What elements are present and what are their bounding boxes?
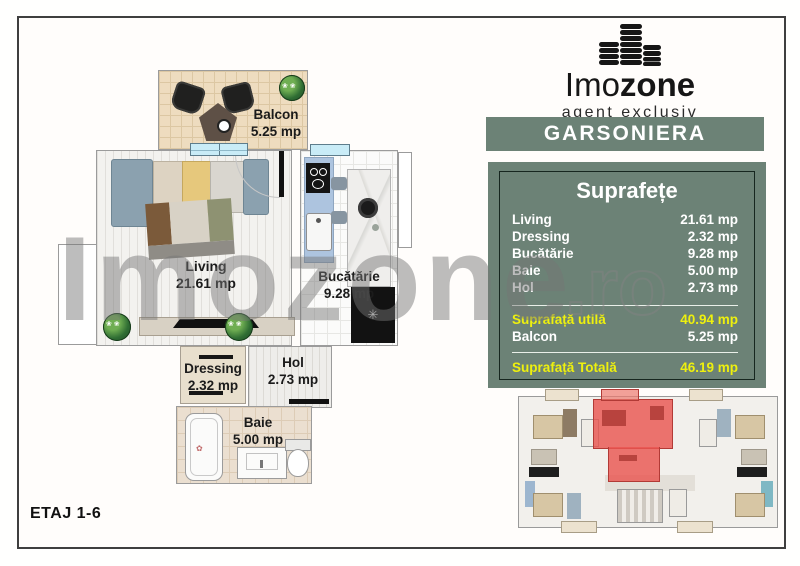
mini-room [669,489,687,517]
faucet [316,218,321,223]
toilet-icon [287,449,309,477]
plant-icon [225,313,253,341]
chair [331,211,347,224]
highlighted-unit-balcony [601,389,639,401]
petals: ✿ [196,444,203,453]
room-living [96,150,295,346]
mini-bed [735,493,765,517]
surfaces-panel-border [499,171,755,380]
room-hall [248,346,332,408]
mini-balcony [677,521,713,533]
mini-bed [533,415,563,439]
divider [512,305,738,306]
brand-name: Imozone [545,68,715,102]
brand-tagline: agent exclusiv [561,104,699,121]
bathroom-sink [237,447,287,479]
room-label-kitchen: Bucătărie 9.28 mp [318,269,380,301]
room-dressing [180,346,246,404]
surface-total-row: Suprafață Totală 46.19 mp [512,360,738,375]
room-label-hall: Hol 2.73 mp [267,355,319,387]
balcony-door [279,151,284,197]
window-mullion [191,149,247,151]
room-label-bathroom: Baie 5.00 mp [232,415,284,447]
closet-rail [199,355,233,359]
surface-row: Bucătărie 9.28 mp [512,246,738,261]
highlighted-unit-furniture [602,410,626,426]
mini-bed [533,493,563,517]
outer-wall-right [398,152,412,248]
burner [312,179,324,189]
brand-bold: zone [619,66,696,103]
burner [319,168,327,176]
mini-bed [735,415,765,439]
mini-sofa [567,493,581,519]
mini-balcony [689,389,723,401]
mini-balcony [561,521,597,533]
surface-row: Living 21.61 mp [512,212,738,227]
mini-wardrobe [563,409,577,437]
surface-row: Baie 5.00 mp [512,263,738,278]
highlighted-unit-furniture [650,406,664,420]
room-label-dressing: Dressing 2.32 mp [184,361,242,393]
room-kitchen: ✳ [300,150,398,346]
mini-kitchen [737,467,767,477]
rug-part [145,202,173,246]
chair [331,177,347,190]
kitchen-window [310,144,350,156]
room-label-living: Living 21.61 mp [176,258,236,291]
balcony-chair [169,80,207,116]
room-bathroom: ✿ [176,406,312,484]
bathtub-icon: ✿ [185,413,223,481]
closet-rail [189,391,223,395]
rug-part [169,199,210,245]
sink-basin [246,453,278,470]
entrance-door [289,399,329,404]
fridge-icon: ✳ [351,287,395,343]
rug [145,198,235,260]
outer-wall-left [58,244,98,345]
highlighted-unit-furniture [619,455,637,461]
surfaces-title: Suprafețe [576,178,678,203]
mini-table [741,449,767,465]
surface-row: Hol 2.73 mp [512,280,738,295]
coins-icon [599,24,661,66]
surfaces-panel: Suprafețe Living 21.61 mp Dressing 2.32 … [488,162,766,388]
mini-bath [525,481,535,507]
building-plan-thumbnail [518,389,778,533]
plant-icon [279,75,305,101]
balcony-table-plate [217,119,231,133]
surface-row: Balcon 5.25 mp [512,329,738,344]
plate [372,224,379,231]
stairs-icon [617,489,663,523]
plant-icon [103,313,131,341]
mini-balcony [545,389,579,401]
bathtub-inner [190,418,218,476]
mini-table [531,449,557,465]
surface-subtotal-row: Suprafață utilă 40.94 mp [512,312,738,327]
bowl [358,198,378,218]
tv-icon [173,319,259,328]
logo: Imozone agent exclusiv [545,22,715,122]
rug-part [207,198,234,242]
apartment-type-label: GARSONIERA [543,122,707,145]
brand-light: Imo [564,66,620,103]
stove-icon [306,163,330,193]
mini-room [699,419,717,447]
mini-kitchen [529,467,559,477]
faucet [260,460,263,468]
mini-sofa [717,409,731,437]
highlighted-unit-lower [608,447,660,482]
apartment-type-banner: GARSONIERA [486,117,764,151]
highlighted-unit [593,399,673,449]
room-label-balcony: Balcon 5.25 mp [250,107,302,139]
floor-range-label: ETAJ 1-6 [30,505,102,522]
dining-table [347,169,391,287]
surface-row: Dressing 2.32 mp [512,229,738,244]
kitchen-sink [306,213,332,251]
window [190,143,248,156]
divider [512,352,738,353]
burner [310,168,318,176]
